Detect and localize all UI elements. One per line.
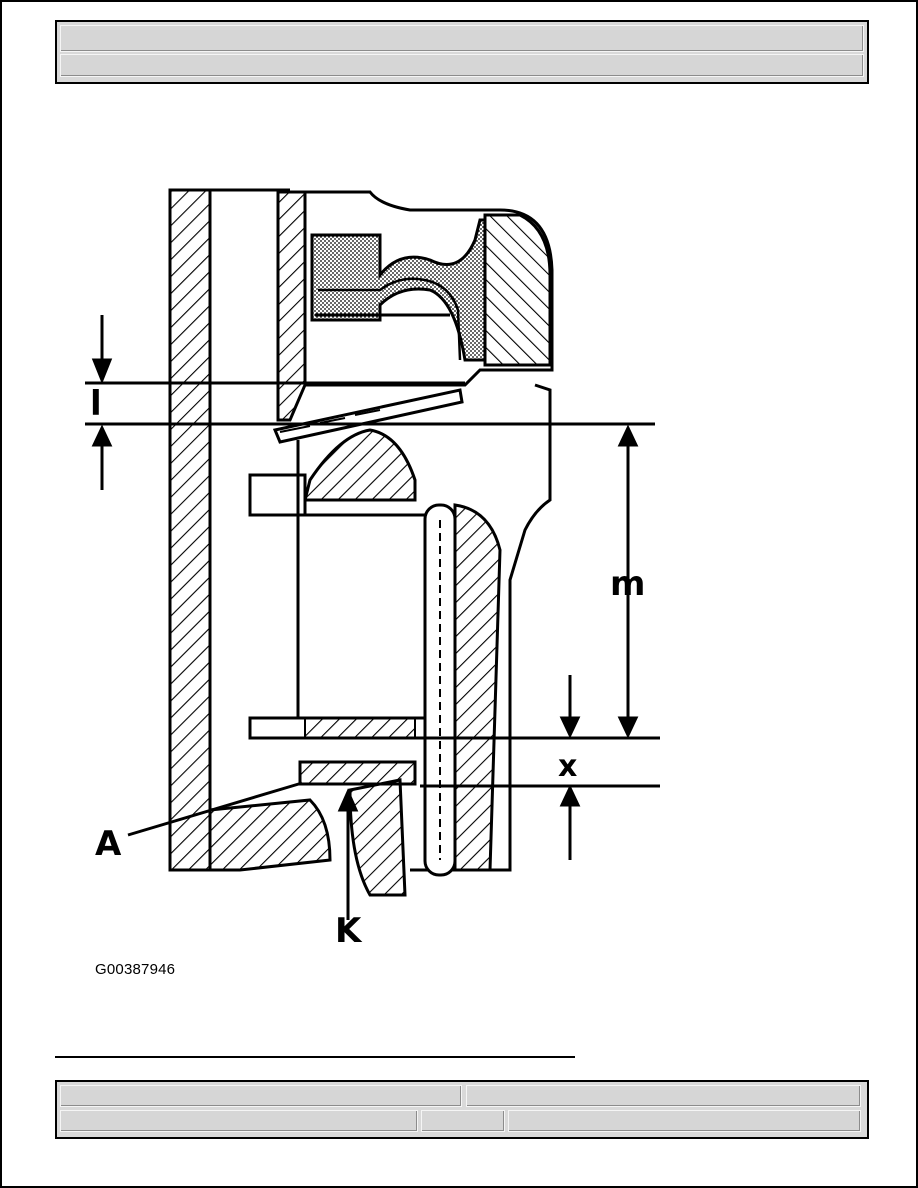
- dimension-lines: [85, 315, 660, 920]
- thrust-washers: [248, 716, 427, 786]
- housing-right-block: [483, 213, 552, 367]
- housing-bottom: [208, 778, 407, 897]
- label-k: K: [335, 911, 363, 950]
- header-title: [60, 25, 864, 52]
- technical-diagram: l m x A K: [85, 188, 660, 950]
- inner-bore: [296, 383, 552, 872]
- housing-left-wall: [168, 188, 290, 872]
- footer-cell-right-bottom: [508, 1110, 861, 1132]
- footer-cell-right-top: [466, 1085, 861, 1107]
- document-header: [55, 20, 869, 84]
- label-x: x: [558, 749, 577, 784]
- label-l: l: [90, 384, 102, 424]
- footer-cell-left-top: [60, 1085, 462, 1107]
- header-subtitle: [60, 54, 864, 77]
- document-footer: [55, 1080, 869, 1139]
- footer-rule: [55, 1056, 575, 1058]
- gear-tooth: [248, 428, 417, 517]
- shaft-seal: [310, 218, 487, 362]
- pin: [423, 503, 502, 877]
- footer-cell-left-bottom: [60, 1110, 418, 1132]
- label-a: A: [95, 824, 122, 864]
- figure-id: G00387946: [95, 961, 176, 978]
- label-m: m: [610, 564, 645, 604]
- footer-cell-middle-bottom: [421, 1110, 505, 1132]
- spring-ring: [272, 388, 464, 444]
